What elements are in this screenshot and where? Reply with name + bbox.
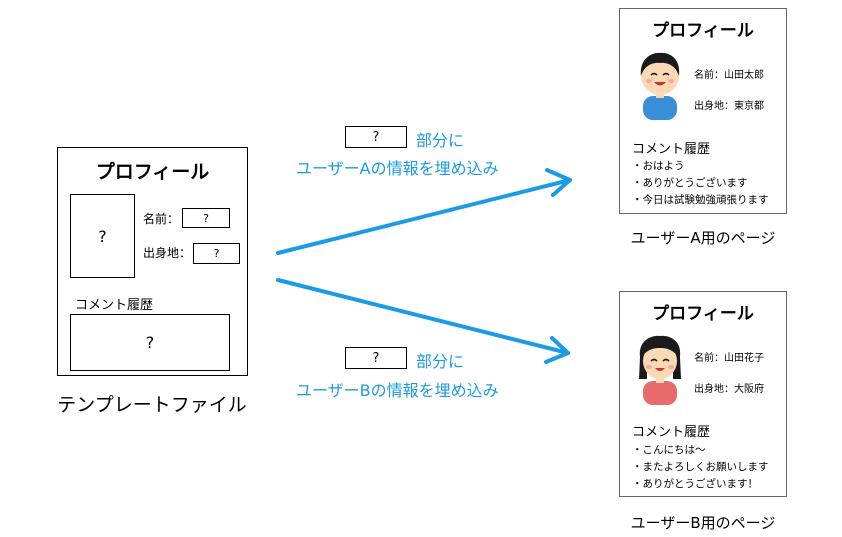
arrow-b-label-2: ユーザーBの情報を埋め込み [296, 381, 499, 400]
page-b-avatar [639, 335, 681, 405]
page-a-caption: ユーザーA用のページ [630, 229, 776, 247]
page-a-title: プロフィール [652, 21, 754, 41]
arrow-a-placeholder: ? [372, 129, 380, 145]
page-b-title: プロフィール [652, 304, 754, 324]
template-name-field-text: ? [203, 211, 209, 225]
template-caption: テンプレートファイル [57, 394, 247, 416]
template-birthplace-field-text: ? [213, 247, 220, 260]
template-history-field-text: ? [145, 333, 155, 352]
template-photo-placeholder: ? [70, 194, 135, 278]
template-birthplace-field: ? [193, 243, 240, 264]
arrow-b-placeholder-box: ? [345, 347, 407, 369]
page-a-name: 名前：山田太郎 [694, 70, 764, 81]
template-history-field: ? [70, 314, 230, 371]
arrow-to-page-a [276, 178, 572, 255]
template-history-label: コメント履歴 [75, 298, 154, 313]
arrow-b-placeholder: ? [372, 350, 380, 366]
page-b-birthplace: 出身地：大阪府 [694, 384, 764, 395]
page-b-history-label: コメント履歴 [632, 425, 711, 440]
template-photo-placeholder-text: ? [98, 226, 107, 246]
arrow-b-head [544, 336, 570, 364]
page-a-history-item-2: ・今日は試験勉強頑張ります [632, 194, 769, 206]
page-b-history-item-1: ・またよろしくお願いします [632, 461, 769, 473]
page-a-history-item-0: ・おはよう [632, 160, 685, 172]
arrow-a-head [545, 168, 572, 197]
page-a-history-label: コメント履歴 [632, 142, 711, 157]
template-birthplace-label: 出身地： [143, 246, 192, 260]
arrow-a-placeholder-box: ? [345, 126, 407, 148]
arrow-a-label-2: ユーザーAの情報を埋め込み [296, 159, 499, 178]
page-b-history-item-0: ・こんにちは〜 [632, 444, 706, 456]
page-a-avatar [640, 52, 680, 120]
page-b-caption: ユーザーB用のページ [630, 514, 776, 532]
template-name-label: 名前： [143, 212, 180, 226]
arrow-b-label-1: 部分に [416, 352, 465, 371]
page-a-history-item-1: ・ありがとうございます [632, 177, 748, 189]
page-b-name: 名前：山田花子 [694, 353, 764, 364]
page-b-history-item-2: ・ありがとうございます！ [632, 478, 758, 490]
arrow-to-page-b [276, 278, 570, 355]
template-name-field: ? [182, 208, 230, 228]
template-title: プロフィール [95, 161, 210, 183]
page-a-birthplace: 出身地：東京都 [694, 101, 764, 112]
arrow-a-label-1: 部分に [416, 131, 465, 150]
